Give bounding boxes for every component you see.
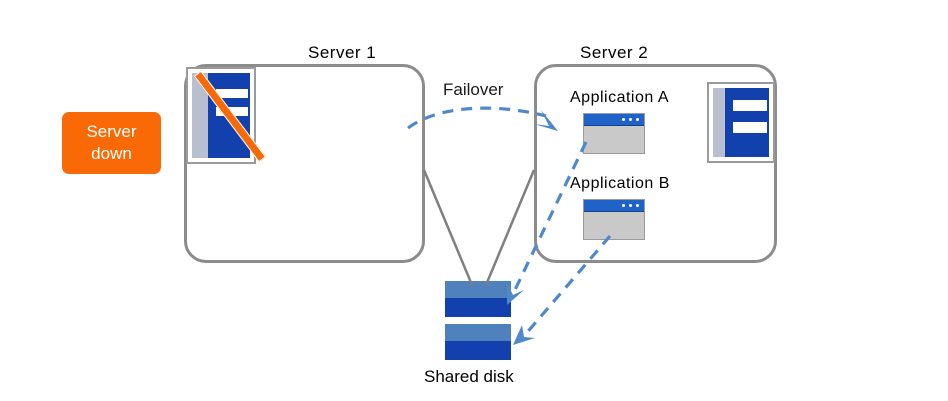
app-window-titlebar [584, 200, 644, 212]
computer-screen-bar-2 [733, 122, 767, 133]
application-a-label: Application A [570, 89, 670, 106]
app-window-dot-2 [629, 204, 632, 207]
computer-screen-bar-1 [733, 100, 767, 111]
app-window-dot-1 [636, 118, 639, 121]
shared-disk-label: Shared disk [424, 367, 514, 386]
server2-title: Server 2 [580, 43, 649, 62]
application-b-label: Application B [570, 175, 670, 192]
computer-sidebar [713, 88, 727, 157]
server1-title: Server 1 [308, 43, 377, 62]
application-b-window-icon [583, 199, 645, 240]
app-b-disk-arrow-head [513, 325, 535, 345]
failover-arrow-path [407, 106, 547, 130]
app-window-dot-3 [622, 118, 625, 121]
disk-stack-icon [445, 281, 511, 360]
app-window-dot-2 [629, 118, 632, 121]
app-window-dot-3 [622, 204, 625, 207]
disk-platter-bottom-body [445, 340, 511, 360]
server-down-badge: Server down [62, 112, 161, 174]
app-window-dot-1 [636, 204, 639, 207]
computer-down-icon [186, 67, 267, 164]
disk-platter-top-body [445, 297, 511, 317]
disk-platter-bottom [445, 324, 511, 360]
disk-platter-bottom-face [445, 324, 511, 341]
failover-label: Failover [443, 80, 504, 99]
server-down-line2: down [91, 144, 132, 163]
computer-screen-bar-1 [216, 89, 248, 98]
server-down-line1: Server [86, 122, 137, 141]
server2-disk-connector [484, 169, 536, 286]
disk-platter-top-face [445, 281, 511, 298]
computer-icon [707, 82, 775, 163]
disk-platter-top [445, 281, 511, 317]
app-window-titlebar [584, 114, 644, 126]
application-a-window-icon [583, 113, 645, 154]
server1-disk-connector [422, 169, 474, 286]
